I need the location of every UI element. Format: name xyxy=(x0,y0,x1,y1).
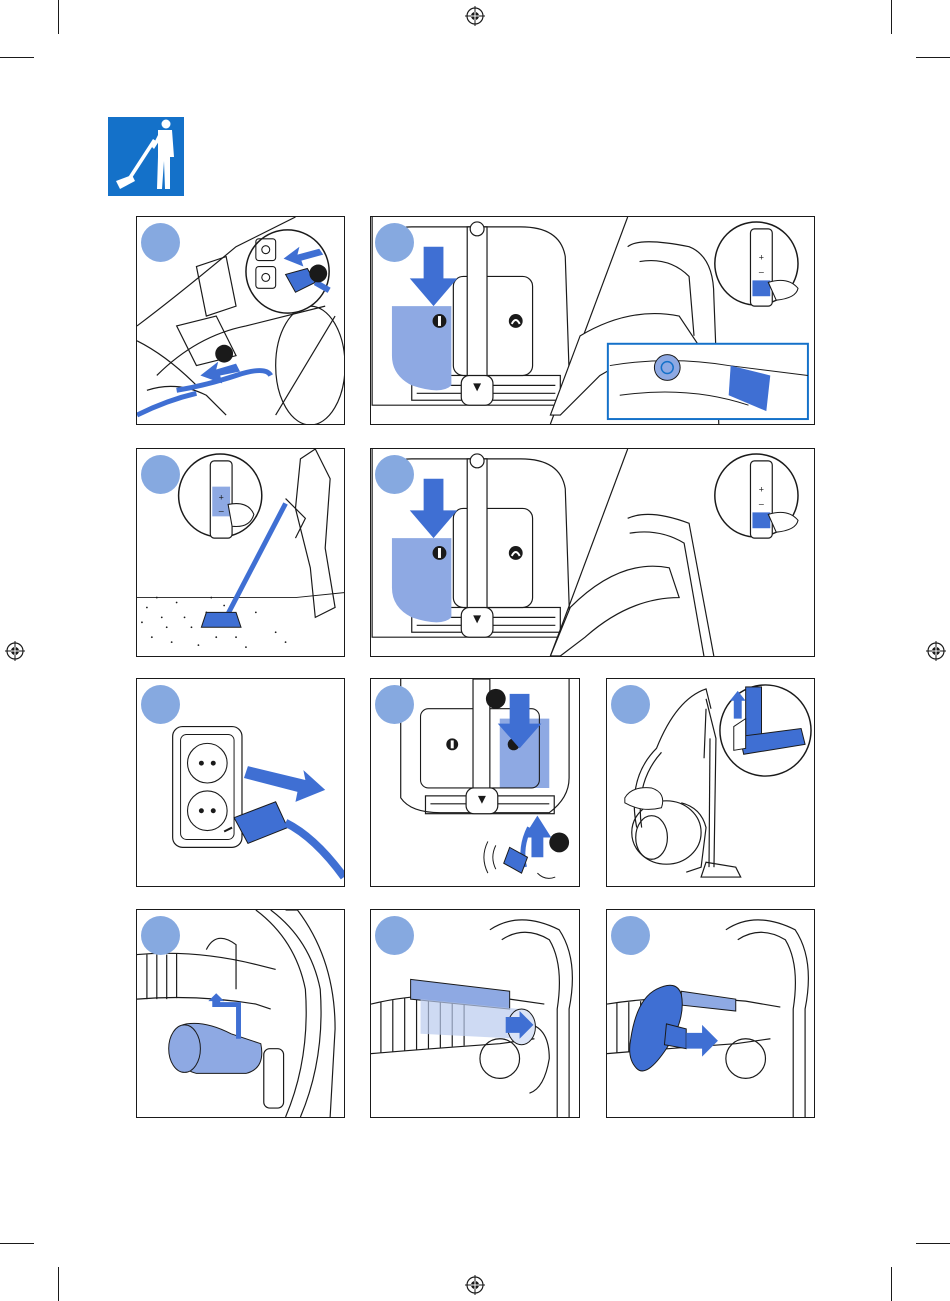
step-number-dot xyxy=(375,223,414,262)
step-3-panel: + – xyxy=(136,448,345,657)
power-on-illustration: + – xyxy=(371,217,814,424)
step-8-panel xyxy=(136,909,345,1118)
svg-text:–: – xyxy=(759,266,764,276)
step-number-dot xyxy=(611,685,650,724)
crop-mark-top-left-v xyxy=(58,0,59,34)
step-9-panel xyxy=(370,909,580,1118)
registration-crosshair-icon xyxy=(465,1275,485,1295)
step-number-dot xyxy=(375,685,414,724)
registration-crosshair-icon xyxy=(926,641,946,661)
registration-crosshair-icon xyxy=(465,6,485,26)
crop-mark-top-right-h xyxy=(916,57,950,58)
step-number-dot xyxy=(375,455,414,494)
step-7-panel xyxy=(606,678,815,887)
step-number-dot xyxy=(141,685,180,724)
crop-mark-bottom-left-v xyxy=(58,1267,59,1301)
step-number-dot xyxy=(611,916,650,955)
svg-text:+: + xyxy=(759,253,764,263)
step-4-panel: + – xyxy=(370,448,815,657)
crop-mark-top-right-v xyxy=(891,0,892,34)
power-off-illustration: + – xyxy=(371,449,814,656)
step-1-panel xyxy=(136,216,345,425)
step-number-dot xyxy=(375,916,414,955)
step-number-dot xyxy=(141,455,180,494)
svg-text:+: + xyxy=(219,493,224,503)
svg-text:–: – xyxy=(219,505,224,515)
crop-mark-top-left-h xyxy=(0,57,34,58)
step-number-dot xyxy=(141,223,180,262)
step-number-dot xyxy=(141,916,180,955)
svg-text:+: + xyxy=(759,485,764,495)
step-5-panel xyxy=(136,678,345,887)
vacuuming-person-icon xyxy=(108,117,184,196)
svg-text:–: – xyxy=(759,498,764,508)
step-10-panel xyxy=(606,909,815,1118)
crop-mark-bottom-right-h xyxy=(916,1243,950,1244)
crop-mark-bottom-left-h xyxy=(0,1243,34,1244)
crop-mark-bottom-right-v xyxy=(891,1267,892,1301)
step-2-panel: + – xyxy=(370,216,815,425)
registration-crosshair-icon xyxy=(5,641,25,661)
step-6-panel xyxy=(370,678,580,887)
